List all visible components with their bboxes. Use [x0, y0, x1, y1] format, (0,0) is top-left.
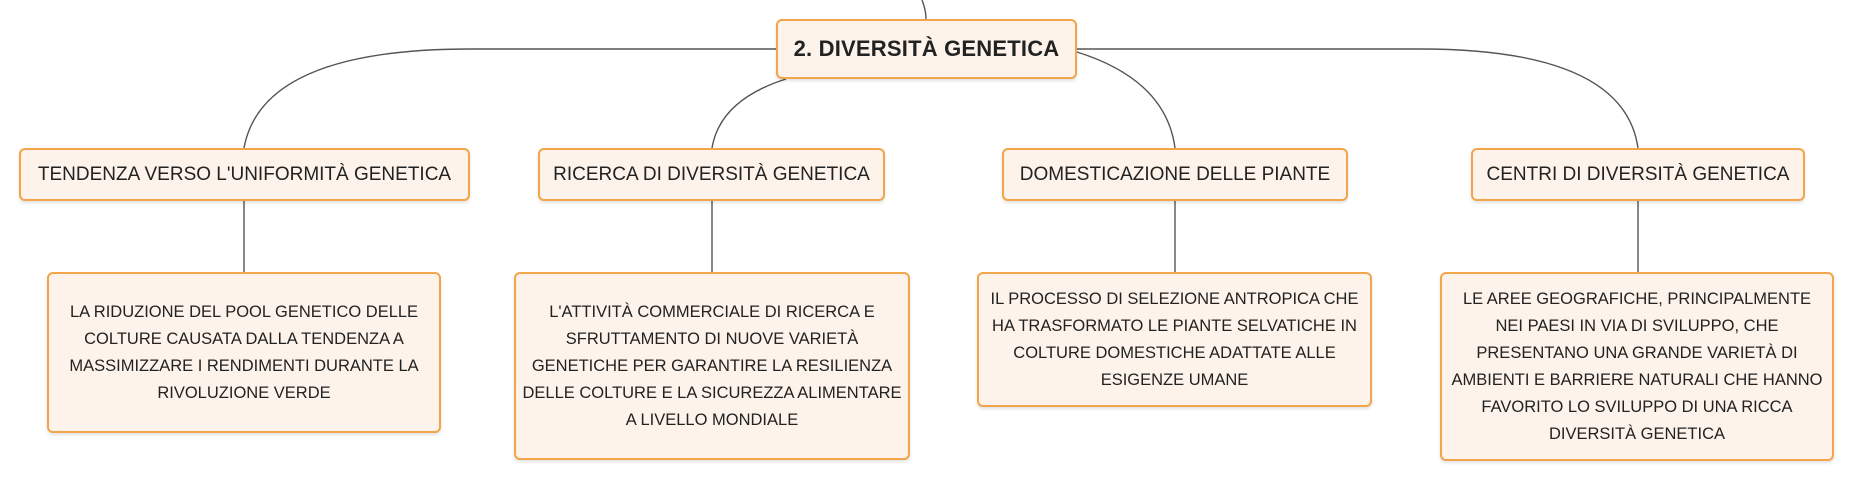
branch-node-label: DOMESTICAZIONE DELLE PIANTE [1019, 163, 1331, 185]
leaf-node-centri[interactable]: LE AREE GEOGRAFICHE, PRINCIPALMENTE NEI … [1440, 272, 1834, 461]
branch-node-domesticazione[interactable]: DOMESTICAZIONE DELLE PIANTE [1002, 148, 1348, 201]
connector-root-branch-2 [1076, 51, 1176, 149]
connector-root-branch-0 [243, 48, 776, 149]
leaf-node-domesticazione[interactable]: IL PROCESSO DI SELEZIONE ANTROPICA CHE H… [977, 272, 1372, 407]
branch-node-centri[interactable]: CENTRI DI DIVERSITÀ GENETICA [1471, 148, 1805, 201]
branch-node-ricerca[interactable]: RICERCA DI DIVERSITÀ GENETICA [538, 148, 885, 201]
branch-node-label: TENDENZA VERSO L'UNIFORMITÀ GENETICA [37, 163, 452, 185]
leaf-node-text: LE AREE GEOGRAFICHE, PRINCIPALMENTE NEI … [1451, 289, 1823, 443]
leaf-node-uniformita[interactable]: LA RIDUZIONE DEL POOL GENETICO DELLE COL… [47, 272, 441, 433]
leaf-node-text: LA RIDUZIONE DEL POOL GENETICO DELLE COL… [69, 302, 419, 402]
root-node[interactable]: 2. DIVERSITÀ GENETICA [776, 19, 1077, 79]
branch-node-label: CENTRI DI DIVERSITÀ GENETICA [1486, 163, 1790, 185]
leaf-node-ricerca[interactable]: L'ATTIVITÀ COMMERCIALE DI RICERCA E SFRU… [514, 272, 910, 460]
leaf-node-text: L'ATTIVITÀ COMMERCIALE DI RICERCA E SFRU… [522, 302, 902, 429]
branch-node-label: RICERCA DI DIVERSITÀ GENETICA [553, 163, 870, 185]
connector-root-parent [921, 0, 927, 20]
branch-node-uniformita[interactable]: TENDENZA VERSO L'UNIFORMITÀ GENETICA [19, 148, 470, 201]
leaf-node-text: IL PROCESSO DI SELEZIONE ANTROPICA CHE H… [990, 289, 1359, 389]
connector-root-branch-1 [711, 78, 787, 149]
root-node-label: 2. DIVERSITÀ GENETICA [793, 36, 1060, 61]
connector-root-branch-3 [1077, 48, 1639, 149]
